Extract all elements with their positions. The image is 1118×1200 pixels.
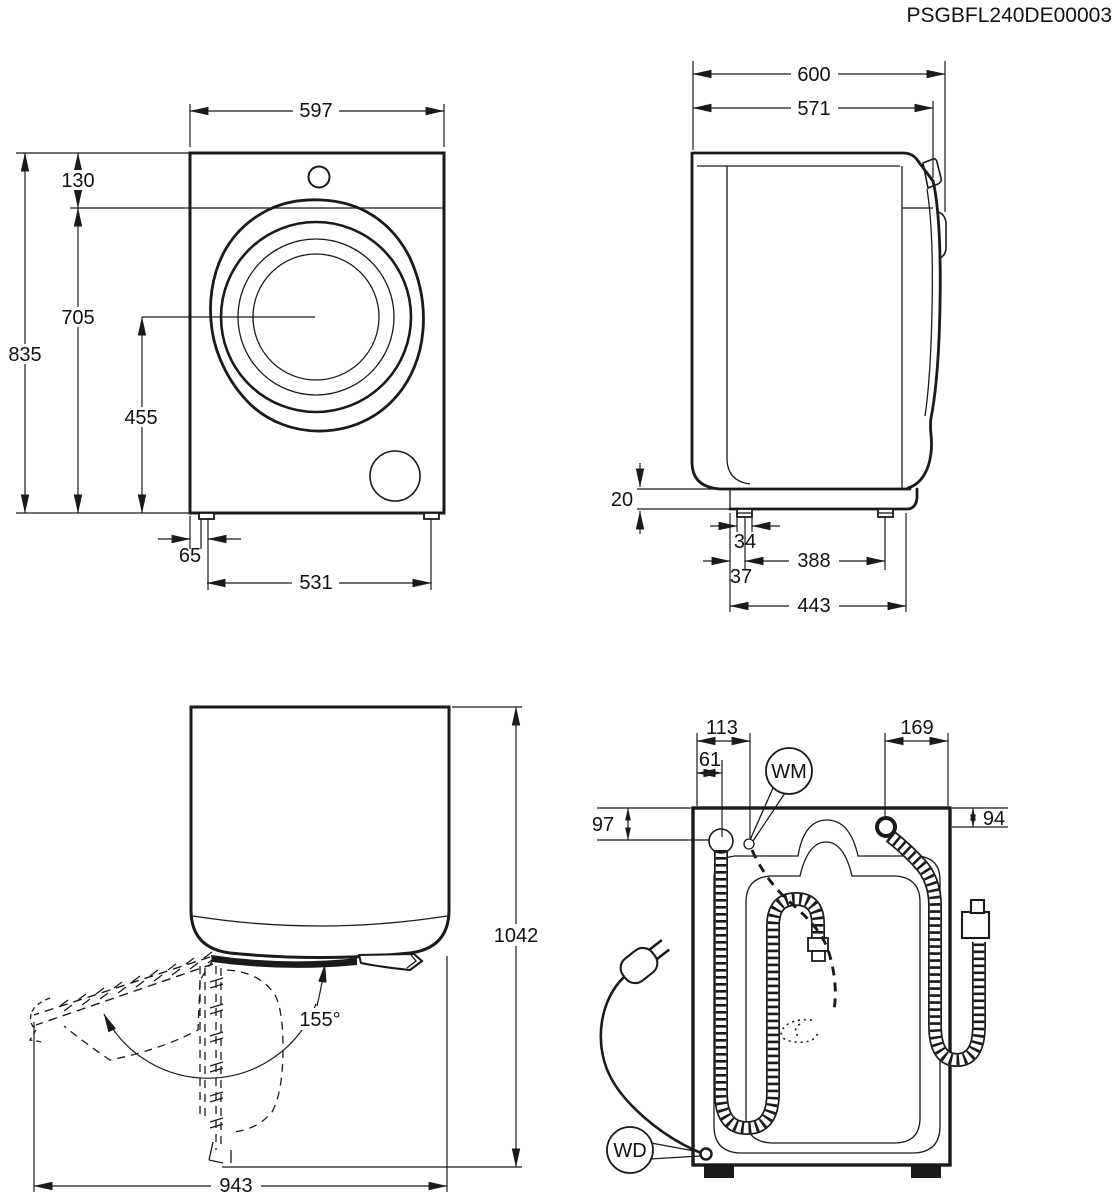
label-bg bbox=[211, 1175, 261, 1196]
side-back-inner-line bbox=[726, 166, 751, 485]
inlet-hose-ribs bbox=[886, 831, 985, 1066]
open-door-panel-line bbox=[33, 956, 211, 1016]
door-90-hatch-marks bbox=[209, 977, 224, 1129]
wd-connection-point bbox=[699, 1147, 713, 1161]
dim-drain-hose-y: 97 bbox=[592, 814, 614, 836]
dim-depth-body: 571 bbox=[797, 98, 830, 120]
dim-foot-side-offset: 65 bbox=[179, 545, 201, 567]
door-swing-arc bbox=[103, 1003, 317, 1079]
rear-right-foot bbox=[911, 1165, 941, 1178]
side-control-fascia bbox=[922, 158, 942, 190]
door-swing-pointer bbox=[316, 963, 327, 1007]
label-bg bbox=[3, 344, 48, 364]
water-splash-dots bbox=[780, 1018, 819, 1044]
open-door-handle-end bbox=[28, 997, 51, 1043]
rear-panel-contour-inner bbox=[745, 841, 921, 1144]
dim-panel-height: 130 bbox=[61, 170, 94, 192]
front-left-foot bbox=[198, 512, 215, 520]
dim-drain-hose-x: 113 bbox=[706, 717, 738, 739]
label-bg bbox=[295, 1008, 346, 1030]
power-plug-body bbox=[619, 946, 659, 985]
dim-power-cord-x: 61 bbox=[699, 749, 721, 771]
door-end-marks bbox=[208, 1141, 232, 1164]
dim-foot-spacing: 531 bbox=[299, 572, 332, 594]
dim-door-axis-height: 455 bbox=[124, 407, 157, 429]
top-front-seam bbox=[192, 915, 448, 927]
dim-front-width: 597 bbox=[299, 100, 332, 122]
wm-connection-point bbox=[743, 838, 755, 850]
power-button bbox=[307, 165, 331, 189]
front-view: 597 835 130 705 455 65 531 bbox=[3, 100, 446, 594]
side-view: 600 571 20 34 37 388 443 bbox=[611, 61, 947, 617]
dim-inlet-hose-y: 94 bbox=[983, 808, 1005, 830]
dim-total-height: 835 bbox=[8, 344, 41, 366]
dim-width-door-open: 943 bbox=[219, 1175, 252, 1197]
dim-opening-angle: 155° bbox=[299, 1009, 340, 1031]
dim-foot-spacing-side: 388 bbox=[797, 550, 830, 572]
open-door-glass-outline bbox=[63, 959, 214, 1061]
water-inlet-valve bbox=[875, 816, 897, 838]
label-bg bbox=[56, 170, 101, 190]
wm-balloon bbox=[765, 747, 813, 795]
power-cord bbox=[599, 975, 703, 1155]
wm-balloon-leader bbox=[749, 787, 786, 842]
dim-foot-back-offset: 37 bbox=[730, 566, 752, 588]
label-bg bbox=[789, 596, 839, 616]
inlet-hose-coupling-tip bbox=[969, 898, 986, 915]
drain-hose-connector-tip bbox=[811, 950, 826, 962]
front-cabinet-outline bbox=[188, 151, 446, 515]
label-bg bbox=[119, 407, 164, 427]
drain-filter-cap bbox=[369, 450, 421, 502]
drain-hose-body bbox=[715, 850, 824, 1134]
door-open-view: 155° 1042 943 bbox=[28, 705, 545, 1197]
wm-label: WM bbox=[771, 761, 807, 783]
label-bg bbox=[791, 64, 838, 84]
side-top-panel bbox=[690, 151, 935, 183]
power-plug bbox=[619, 939, 670, 985]
dim-depth-total: 600 bbox=[797, 64, 830, 86]
wm-hose-routing-dashed bbox=[750, 849, 837, 1015]
top-door-handle-notch bbox=[406, 954, 417, 969]
side-door-handle-pocket bbox=[937, 211, 947, 259]
drawing-code-title: PSGBFL240DE00003 bbox=[907, 4, 1112, 27]
inlet-hose-coupling bbox=[960, 910, 991, 940]
drain-hose-outlet bbox=[708, 828, 734, 854]
label-bg bbox=[791, 98, 838, 118]
dim-base-depth: 443 bbox=[797, 595, 830, 617]
side-back-and-bottom-edge bbox=[690, 174, 912, 491]
dim-depth-door-open: 1042 bbox=[494, 925, 539, 947]
top-door-handle bbox=[357, 952, 424, 972]
dim-foot-width: 34 bbox=[734, 531, 756, 553]
dim-body-height: 705 bbox=[61, 307, 94, 329]
rear-left-foot bbox=[704, 1165, 734, 1178]
dim-plinth-height: 20 bbox=[611, 489, 633, 511]
label-bg bbox=[56, 307, 101, 327]
label-bg bbox=[293, 100, 339, 120]
wd-balloon bbox=[606, 1126, 654, 1174]
label-bg bbox=[486, 924, 545, 946]
side-door-bulge-inner bbox=[924, 188, 933, 417]
top-cabinet-outline bbox=[189, 705, 451, 959]
rear-view: WM WD 113 61 169 97 94 bbox=[592, 717, 1008, 1178]
power-plug-pins bbox=[648, 939, 670, 961]
door-90-glass-outline bbox=[226, 969, 284, 1133]
front-right-foot bbox=[423, 512, 440, 520]
label-bg bbox=[789, 551, 839, 571]
label-bg bbox=[292, 573, 339, 593]
door-trim-outline bbox=[209, 198, 425, 433]
side-door-bulge-outer bbox=[906, 179, 942, 490]
open-door-panel-line bbox=[35, 963, 214, 1026]
open-door-hatch-marks bbox=[59, 951, 217, 1012]
wd-balloon-leader bbox=[649, 1142, 701, 1160]
rear-cabinet-outline bbox=[691, 806, 952, 1167]
wd-label: WD bbox=[613, 1140, 646, 1162]
dim-inlet-hose-x: 169 bbox=[900, 717, 933, 739]
side-base-line bbox=[728, 487, 919, 511]
